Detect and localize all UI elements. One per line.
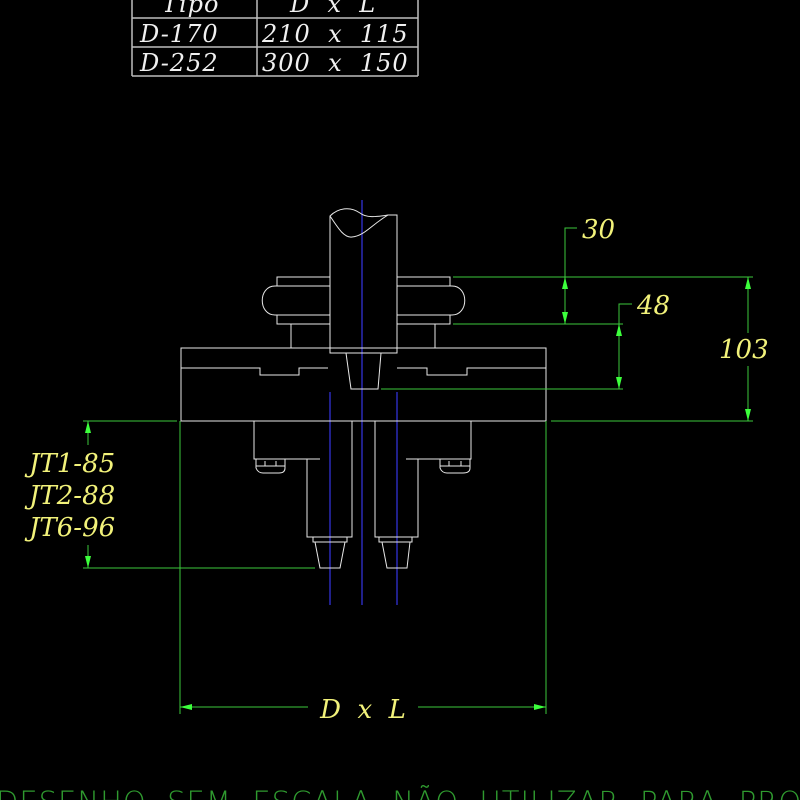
upper-plate-left [276,276,330,287]
bellows-left [261,285,330,316]
table-header-tipo: Tipo [162,0,220,18]
table-cell: D-252 [139,49,219,77]
dim-48-label: 48 [636,291,670,321]
assembly-geometry [180,208,547,569]
dim-30-arrows [562,277,568,324]
nozzle-right [378,537,413,569]
table-cell: 300 x 150 [262,49,409,77]
lower-column-left [306,421,353,538]
upper-plate-right [397,276,451,287]
lower-plate-right [397,314,451,325]
table-cell: 210 x 115 [261,20,409,48]
dim-30-line [564,227,577,324]
table-cell: D-170 [139,20,219,48]
shaft-break-line [329,214,389,238]
table-header-dxl: D x L [289,0,376,18]
dim-jt6-label: JT6-96 [24,513,115,543]
lower-plate-left [276,314,330,325]
nut-right [439,459,471,474]
base-groove-right [397,367,546,376]
dimensions: 30 48 103 JT1-85 JT2-88 JT6-96 D x L [24,215,769,725]
base-groove-left [181,367,328,376]
nozzle-left [312,537,348,569]
dim-48-line [618,303,632,389]
scale-warning-note: DESENHO SEM ESCALA NÃO UTILIZAR PARA PRO… [0,785,800,800]
dim-jt2-label: JT2-88 [24,481,115,511]
type-table: Tipo D x L D-170 210 x 115 D-252 300 x 1… [131,0,419,77]
nut-left [255,459,286,474]
dim-jt1-label: JT1-85 [24,449,115,479]
centerlines [329,200,398,605]
lower-column-right [374,421,419,538]
dim-30-label: 30 [582,215,615,245]
lower-block-right [406,421,472,460]
dim-103-label: 103 [719,335,769,365]
base-plate [180,347,547,422]
lower-block-left [253,421,320,460]
bellows-right [397,285,466,316]
dim-dxl-label: D x L [319,695,406,725]
taper-nozzle [345,352,382,390]
